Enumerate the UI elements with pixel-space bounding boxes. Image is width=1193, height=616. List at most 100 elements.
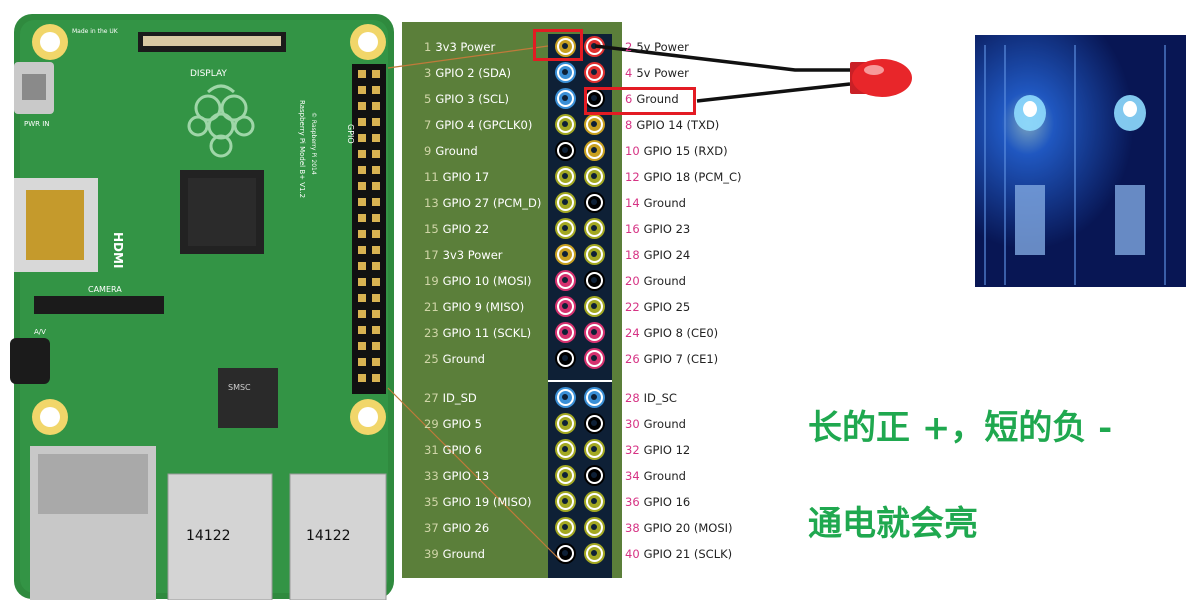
pin-label: Ground <box>442 352 485 366</box>
pin-label: GPIO 20 (MOSI) <box>643 521 733 535</box>
board-gpio-pin <box>358 310 366 318</box>
board-gpio-pin <box>358 198 366 206</box>
board-gpio-pin <box>358 294 366 302</box>
pin-number: 28 <box>625 391 640 405</box>
pin-label: Ground <box>435 144 478 158</box>
pin-number: 38 <box>625 521 640 535</box>
board-gpio-pin <box>358 262 366 270</box>
board-gpio-pin <box>372 326 380 334</box>
pin-11-dot <box>557 168 574 185</box>
pin-number: 12 <box>625 170 640 184</box>
pin-label: Ground <box>643 196 686 210</box>
smsc-chip-label: SMSC <box>228 383 251 392</box>
pin-26-dot <box>586 350 603 367</box>
pin-label: GPIO 10 (MOSI) <box>442 274 532 288</box>
pin-35-dot <box>557 493 574 510</box>
board-gpio-pin <box>358 118 366 126</box>
board-gpio-pin <box>372 118 380 126</box>
header-divider <box>548 380 612 382</box>
board-gpio-pin <box>372 310 380 318</box>
pin6-highlight <box>584 87 696 115</box>
pin-36-dot <box>586 493 603 510</box>
pin-number: 22 <box>625 300 640 314</box>
pin-label: GPIO 8 (CE0) <box>643 326 719 340</box>
pin-label: 5v Power <box>636 40 689 54</box>
pin-24-dot <box>586 324 603 341</box>
pin-23-dot <box>557 324 574 341</box>
pin-number: 23 <box>424 326 439 340</box>
board-gpio-pin <box>358 374 366 382</box>
board-gpio-pin <box>358 246 366 254</box>
pin-number: 11 <box>424 170 439 184</box>
pin-30-dot <box>586 415 603 432</box>
pin1-highlight <box>533 29 583 61</box>
board-gpio-pin <box>372 374 380 382</box>
display-label: DISPLAY <box>190 69 227 79</box>
pin-label: Ground <box>636 92 679 106</box>
pin-7-dot <box>557 116 574 133</box>
board-gpio-pin <box>358 102 366 110</box>
pin-28-dot <box>586 389 603 406</box>
board-gpio-pin <box>372 198 380 206</box>
pin-label: 3v3 Power <box>442 248 503 262</box>
pin-number: 9 <box>424 144 432 158</box>
pin-number: 4 <box>625 66 633 80</box>
pin-label: GPIO 23 <box>643 222 691 236</box>
pin-10-dot <box>586 142 603 159</box>
board-gpio-pin <box>358 182 366 190</box>
board-gpio-pin <box>358 230 366 238</box>
pin-37-dot <box>557 519 574 536</box>
pin-number: 20 <box>625 274 640 288</box>
pin-20-dot <box>586 272 603 289</box>
pin-number: 6 <box>625 92 633 106</box>
pin-label: GPIO 25 <box>643 300 691 314</box>
caption-power-on: 通电就会亮 <box>808 504 978 544</box>
board-gpio-pin <box>358 326 366 334</box>
pin-label: GPIO 18 (PCM_C) <box>643 170 742 184</box>
board-gpio-pin <box>358 342 366 350</box>
board-gpio-pin <box>358 214 366 222</box>
pin-number: 29 <box>424 417 439 431</box>
blue-led-photo <box>975 35 1186 287</box>
board-gpio-pin <box>372 70 380 78</box>
pin-17-dot <box>557 246 574 263</box>
pin-label: GPIO 27 (PCM_D) <box>442 196 542 210</box>
board-gpio-pin <box>372 246 380 254</box>
board-gpio-pin <box>372 342 380 350</box>
made-in-label: Made in the UK <box>72 28 119 35</box>
pin-label: GPIO 12 <box>643 443 691 457</box>
pin-number: 15 <box>424 222 439 236</box>
raspberry-logo <box>187 84 255 158</box>
pin-label: GPIO 9 (MISO) <box>442 300 525 314</box>
pin-label: GPIO 19 (MISO) <box>442 495 532 509</box>
pin-13-dot <box>557 194 574 211</box>
pin-number: 7 <box>424 118 432 132</box>
pin-1-dot <box>557 38 574 55</box>
pin-number: 26 <box>625 352 640 366</box>
board-gpio-pin <box>372 150 380 158</box>
pin-label: GPIO 11 (SCKL) <box>442 326 532 340</box>
pin-number: 39 <box>424 547 439 561</box>
board-gpio-pin <box>358 150 366 158</box>
pin-label: GPIO 13 <box>442 469 490 483</box>
board-gpio-pin <box>372 294 380 302</box>
pin-label: GPIO 4 (GPCLK0) <box>435 118 533 132</box>
board-gpio-pin <box>372 262 380 270</box>
